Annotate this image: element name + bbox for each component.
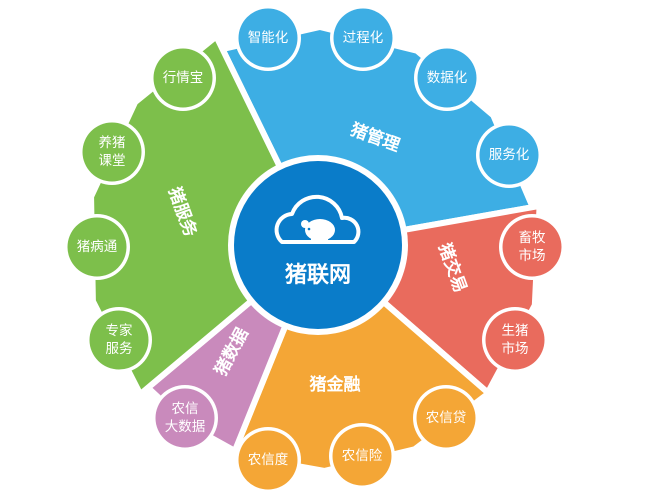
node-circle [67, 217, 127, 277]
node-label: 课堂 [99, 153, 126, 169]
center-circle [234, 161, 402, 329]
node-circle [417, 48, 477, 108]
center-title: 猪联网 [285, 262, 351, 288]
node-circle [502, 217, 562, 277]
node-button[interactable]: 猪病通 [64, 214, 130, 280]
node-label: 过程化 [343, 30, 384, 46]
sector-5[interactable] [88, 33, 321, 398]
node-button[interactable]: 农信贷 [413, 385, 479, 451]
node-button[interactable]: 过程化 [330, 5, 396, 71]
node-button[interactable]: 服务化 [476, 122, 542, 188]
node-label: 生猪 [502, 323, 529, 339]
node-label: 行情宝 [163, 70, 204, 86]
node-label: 农信 [172, 401, 199, 417]
node-circle [485, 310, 545, 370]
node-circle [238, 430, 298, 490]
node-label: 数据化 [427, 70, 468, 86]
node-button[interactable]: 行情宝 [150, 45, 216, 111]
node-circle [416, 388, 476, 448]
node-circle [153, 48, 213, 108]
node-circle [333, 8, 393, 68]
node-label: 大数据 [165, 419, 206, 435]
sector-label: 猪金融 [310, 374, 361, 395]
node-label: 农信险 [342, 448, 383, 464]
node-circle [479, 125, 539, 185]
node-label: 农信度 [248, 452, 289, 468]
node-circle [155, 388, 215, 448]
node-label: 专家 [106, 322, 133, 339]
node-circle [332, 426, 392, 486]
node-button[interactable]: 数据化 [414, 45, 480, 111]
node-label: 服务 [106, 341, 133, 357]
node-label: 智能化 [248, 30, 289, 46]
node-button[interactable]: 农信险 [329, 423, 395, 489]
node-label: 养猪 [99, 135, 126, 151]
node-label: 农信贷 [426, 410, 467, 426]
node-button[interactable]: 农信度 [235, 427, 301, 493]
node-label: 市场 [519, 247, 546, 264]
node-label: 猪病通 [77, 239, 118, 255]
node-circle [82, 122, 142, 182]
node-label: 市场 [502, 340, 529, 357]
node-circle [238, 8, 298, 68]
center-hub[interactable]: 猪联网 [228, 155, 408, 335]
node-label: 服务化 [489, 147, 530, 163]
cloud-pig-icon [274, 194, 361, 244]
node-circle [89, 310, 149, 370]
node-label: 畜牧 [519, 230, 547, 246]
node-button[interactable]: 智能化 [235, 5, 301, 71]
